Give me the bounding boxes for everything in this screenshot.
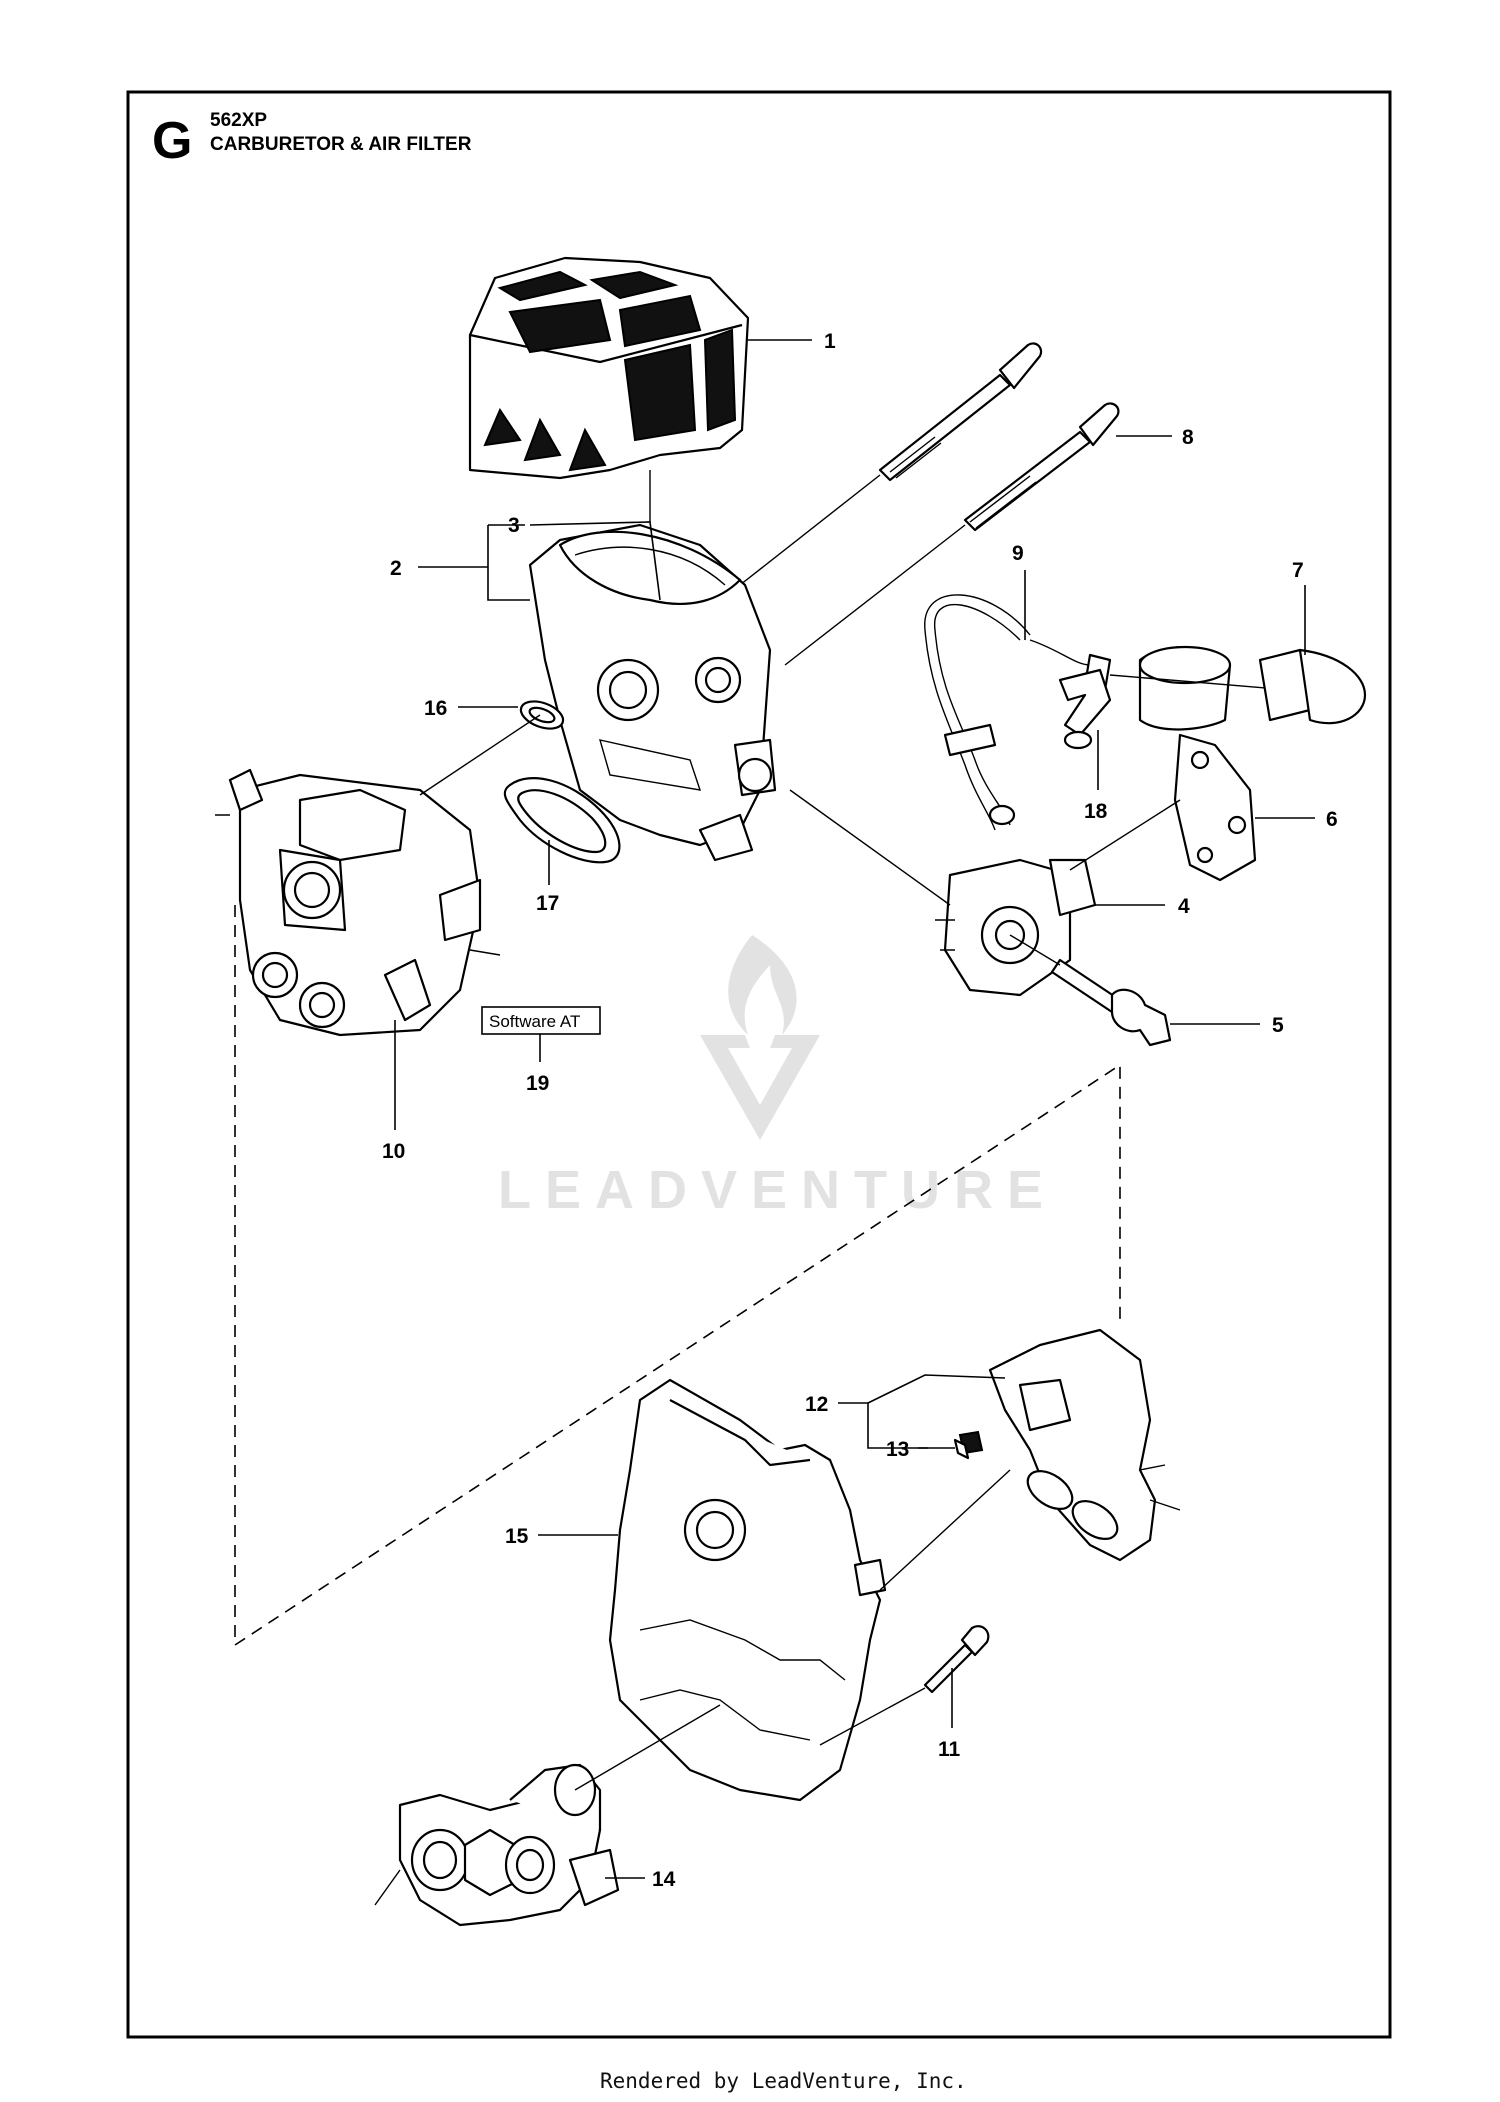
callout-8: 8	[1182, 426, 1194, 449]
callout-18: 18	[1084, 800, 1108, 823]
diagram-title: CARBURETOR & AIR FILTER	[210, 134, 472, 155]
callout-1: 1	[824, 330, 836, 353]
watermark-text: LEADVENTURE	[498, 1160, 1057, 1220]
air-filter-part	[468, 256, 750, 480]
intake-manifold-part	[374, 1763, 620, 1927]
callout-10: 10	[382, 1140, 405, 1163]
footer-credit: Rendered by LeadVenture, Inc.	[600, 2069, 967, 2093]
callout-11: 11	[938, 1738, 961, 1761]
callout-15: 15	[505, 1525, 529, 1548]
bracket-12-part	[988, 1328, 1181, 1562]
callout-9: 9	[1012, 542, 1024, 565]
nut-13-part	[953, 1430, 984, 1460]
callout-4: 4	[1178, 895, 1190, 918]
callout-13: 13	[886, 1438, 909, 1461]
software-label: Software AT	[489, 1012, 580, 1031]
bolts-part	[878, 342, 1120, 532]
o-ring-16-part	[519, 700, 565, 730]
callout-16: 16	[424, 697, 447, 720]
callout-3: 3	[508, 514, 520, 537]
callout-17: 17	[536, 892, 559, 915]
callout-19: 19	[526, 1072, 549, 1095]
callout-5: 5	[1272, 1014, 1284, 1037]
callout-2: 2	[390, 557, 402, 580]
filter-housing-part	[528, 523, 777, 862]
callout-7: 7	[1292, 559, 1304, 582]
gasket-17-part	[503, 777, 621, 864]
section-letter: G	[152, 112, 192, 170]
callout-14: 14	[652, 1868, 676, 1891]
screw-11-part	[923, 1625, 990, 1694]
bracket-6-part	[1173, 733, 1257, 882]
leadventure-watermark-logo	[700, 935, 820, 1140]
software-box: Software AT	[481, 1006, 601, 1035]
diagram-frame	[126, 90, 1392, 2039]
carburetor-part	[215, 768, 501, 1037]
callout-6: 6	[1326, 808, 1338, 831]
screw-5-part	[1050, 958, 1172, 1047]
elbow-18-part	[1058, 668, 1112, 750]
primer-part	[1109, 645, 1367, 731]
callout-12: 12	[805, 1393, 828, 1416]
model-number: 562XP	[210, 110, 267, 131]
cylinder-cover-part	[608, 1378, 887, 1802]
